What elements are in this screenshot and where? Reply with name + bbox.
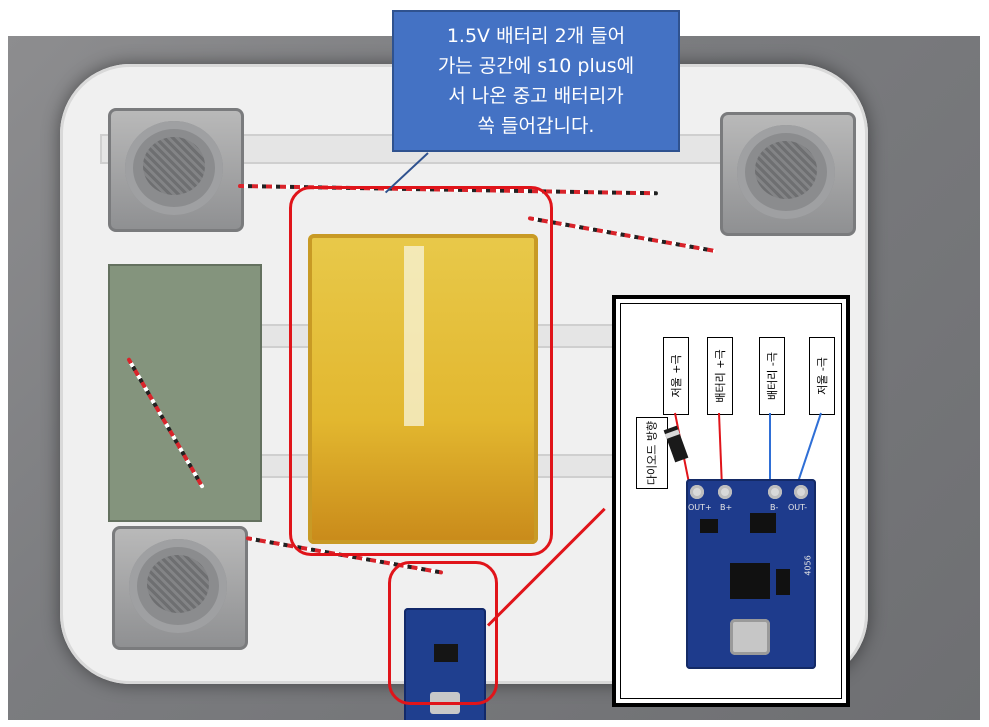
- load-sensor-top-right: [720, 112, 856, 236]
- battery-highlight: [289, 186, 553, 556]
- label-load-minus: 저울 -극: [809, 337, 835, 415]
- charger-highlight: [388, 561, 498, 705]
- pin-label-out-plus: OUT+: [688, 503, 712, 512]
- pin-label-b-minus: B-: [770, 503, 779, 512]
- usb-c-port: [730, 619, 770, 655]
- label-battery-minus: 배터리 -극: [759, 337, 785, 415]
- callout-line-2: 가는 공간에 s10 plus에: [437, 55, 635, 77]
- pin-label-b-plus: B+: [720, 503, 733, 512]
- wiring-diagram-inset: 저울 +극 배터리 +극 배터리 -극 저울 -극 다이오드 방향 OUT+ B…: [612, 295, 850, 707]
- scale-circuit-board: [108, 264, 262, 522]
- callout-line-1: 1.5V 배터리 2개 들어: [446, 25, 626, 47]
- callout-line-4: 쏙 들어갑니다.: [477, 115, 595, 137]
- label-load-plus: 저울 +극: [663, 337, 689, 415]
- chip-label-4056: 4056: [803, 555, 813, 576]
- load-sensor-top-left: [108, 108, 244, 232]
- label-battery-plus: 배터리 +극: [707, 337, 733, 415]
- callout-box: 1.5V 배터리 2개 들어 가는 공간에 s10 plus에 서 나온 중고 …: [392, 10, 680, 152]
- callout-line-3: 서 나온 중고 배터리가: [448, 85, 624, 107]
- charger-module-photo: [404, 608, 486, 720]
- pin-label-out-minus: OUT-: [788, 503, 808, 512]
- label-diode-direction: 다이오드 방향: [636, 417, 668, 489]
- tp4056-board: OUT+ B+ B- OUT- 4056: [686, 479, 816, 669]
- load-sensor-bottom-left: [112, 526, 248, 650]
- lipo-battery: [308, 234, 538, 544]
